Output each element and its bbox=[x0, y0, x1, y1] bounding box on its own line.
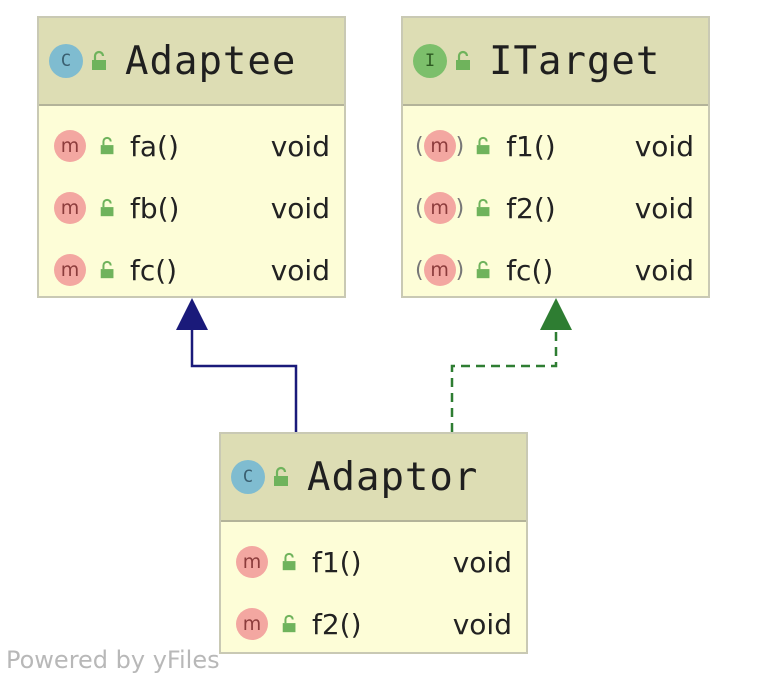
method-icon: m bbox=[236, 608, 268, 640]
abstract-method-icon: m bbox=[423, 130, 456, 162]
class-name: Adaptee bbox=[125, 38, 297, 84]
class-header: C Adaptor bbox=[221, 434, 526, 522]
class-adaptor[interactable]: C Adaptor m f1() void m f2() void bbox=[219, 432, 528, 654]
method-row[interactable]: m fc() void bbox=[39, 239, 344, 301]
class-kind-icon: C bbox=[231, 460, 265, 494]
abstract-paren-close: ) bbox=[455, 257, 465, 283]
method-name: f1() bbox=[312, 545, 362, 579]
method-name: f2() bbox=[506, 191, 556, 225]
method-row[interactable]: ( m ) f1() void bbox=[403, 115, 708, 177]
method-name: fc() bbox=[506, 253, 554, 287]
lock-open-icon bbox=[282, 552, 296, 571]
class-adaptee[interactable]: C Adaptee m fa() void m fb() void m fc()… bbox=[37, 16, 346, 298]
method-return-type: void bbox=[634, 253, 694, 287]
abstract-paren-open: ( bbox=[415, 257, 424, 283]
method-row[interactable]: ( m ) fc() void bbox=[403, 239, 708, 301]
implementation-edge bbox=[450, 328, 558, 432]
method-list: m f1() void m f2() void bbox=[221, 522, 526, 655]
method-name: fb() bbox=[130, 191, 180, 225]
lock-open-icon bbox=[476, 136, 490, 155]
class-kind-icon: C bbox=[49, 44, 83, 78]
lock-open-icon bbox=[100, 198, 114, 217]
method-return-type: void bbox=[270, 191, 330, 225]
method-name: f1() bbox=[506, 129, 556, 163]
method-return-type: void bbox=[452, 607, 512, 641]
method-row[interactable]: m f2() void bbox=[221, 593, 526, 655]
lock-open-icon bbox=[100, 260, 114, 279]
method-row[interactable]: m fa() void bbox=[39, 115, 344, 177]
implementation-arrowhead bbox=[540, 298, 572, 330]
method-row[interactable]: m f1() void bbox=[221, 531, 526, 593]
method-return-type: void bbox=[634, 129, 694, 163]
method-icon: m bbox=[54, 192, 86, 224]
method-name: fc() bbox=[130, 253, 178, 287]
method-icon: m bbox=[54, 254, 86, 286]
method-row[interactable]: ( m ) f2() void bbox=[403, 177, 708, 239]
class-itarget[interactable]: I ITarget ( m ) f1() void ( m ) f2() voi… bbox=[401, 16, 710, 298]
method-list: ( m ) f1() void ( m ) f2() void ( m ) fc… bbox=[403, 106, 708, 301]
lock-open-icon bbox=[456, 50, 470, 70]
method-name: fa() bbox=[130, 129, 179, 163]
method-return-type: void bbox=[452, 545, 512, 579]
inheritance-arrowhead bbox=[176, 298, 208, 330]
lock-open-icon bbox=[476, 260, 490, 279]
lock-open-icon bbox=[274, 466, 288, 486]
abstract-paren-open: ( bbox=[415, 195, 424, 221]
lock-open-icon bbox=[282, 614, 296, 633]
class-header: I ITarget bbox=[403, 18, 708, 106]
method-return-type: void bbox=[270, 253, 330, 287]
relationship-edges bbox=[176, 298, 572, 432]
method-name: f2() bbox=[312, 607, 362, 641]
class-header: C Adaptee bbox=[39, 18, 344, 106]
method-return-type: void bbox=[270, 129, 330, 163]
method-list: m fa() void m fb() void m fc() void bbox=[39, 106, 344, 301]
abstract-paren-close: ) bbox=[455, 195, 465, 221]
powered-by-watermark: Powered by yFiles bbox=[6, 646, 220, 674]
lock-open-icon bbox=[100, 136, 114, 155]
abstract-paren-open: ( bbox=[415, 133, 424, 159]
abstract-paren-close: ) bbox=[455, 133, 465, 159]
method-icon: m bbox=[236, 546, 268, 578]
inheritance-edge bbox=[190, 328, 298, 432]
interface-kind-icon: I bbox=[413, 44, 447, 78]
lock-open-icon bbox=[476, 198, 490, 217]
abstract-method-icon: m bbox=[423, 254, 456, 286]
class-name: Adaptor bbox=[307, 454, 479, 500]
method-icon: m bbox=[54, 130, 86, 162]
lock-open-icon bbox=[92, 50, 106, 70]
abstract-method-icon: m bbox=[423, 192, 456, 224]
class-name: ITarget bbox=[489, 38, 661, 84]
method-return-type: void bbox=[634, 191, 694, 225]
method-row[interactable]: m fb() void bbox=[39, 177, 344, 239]
